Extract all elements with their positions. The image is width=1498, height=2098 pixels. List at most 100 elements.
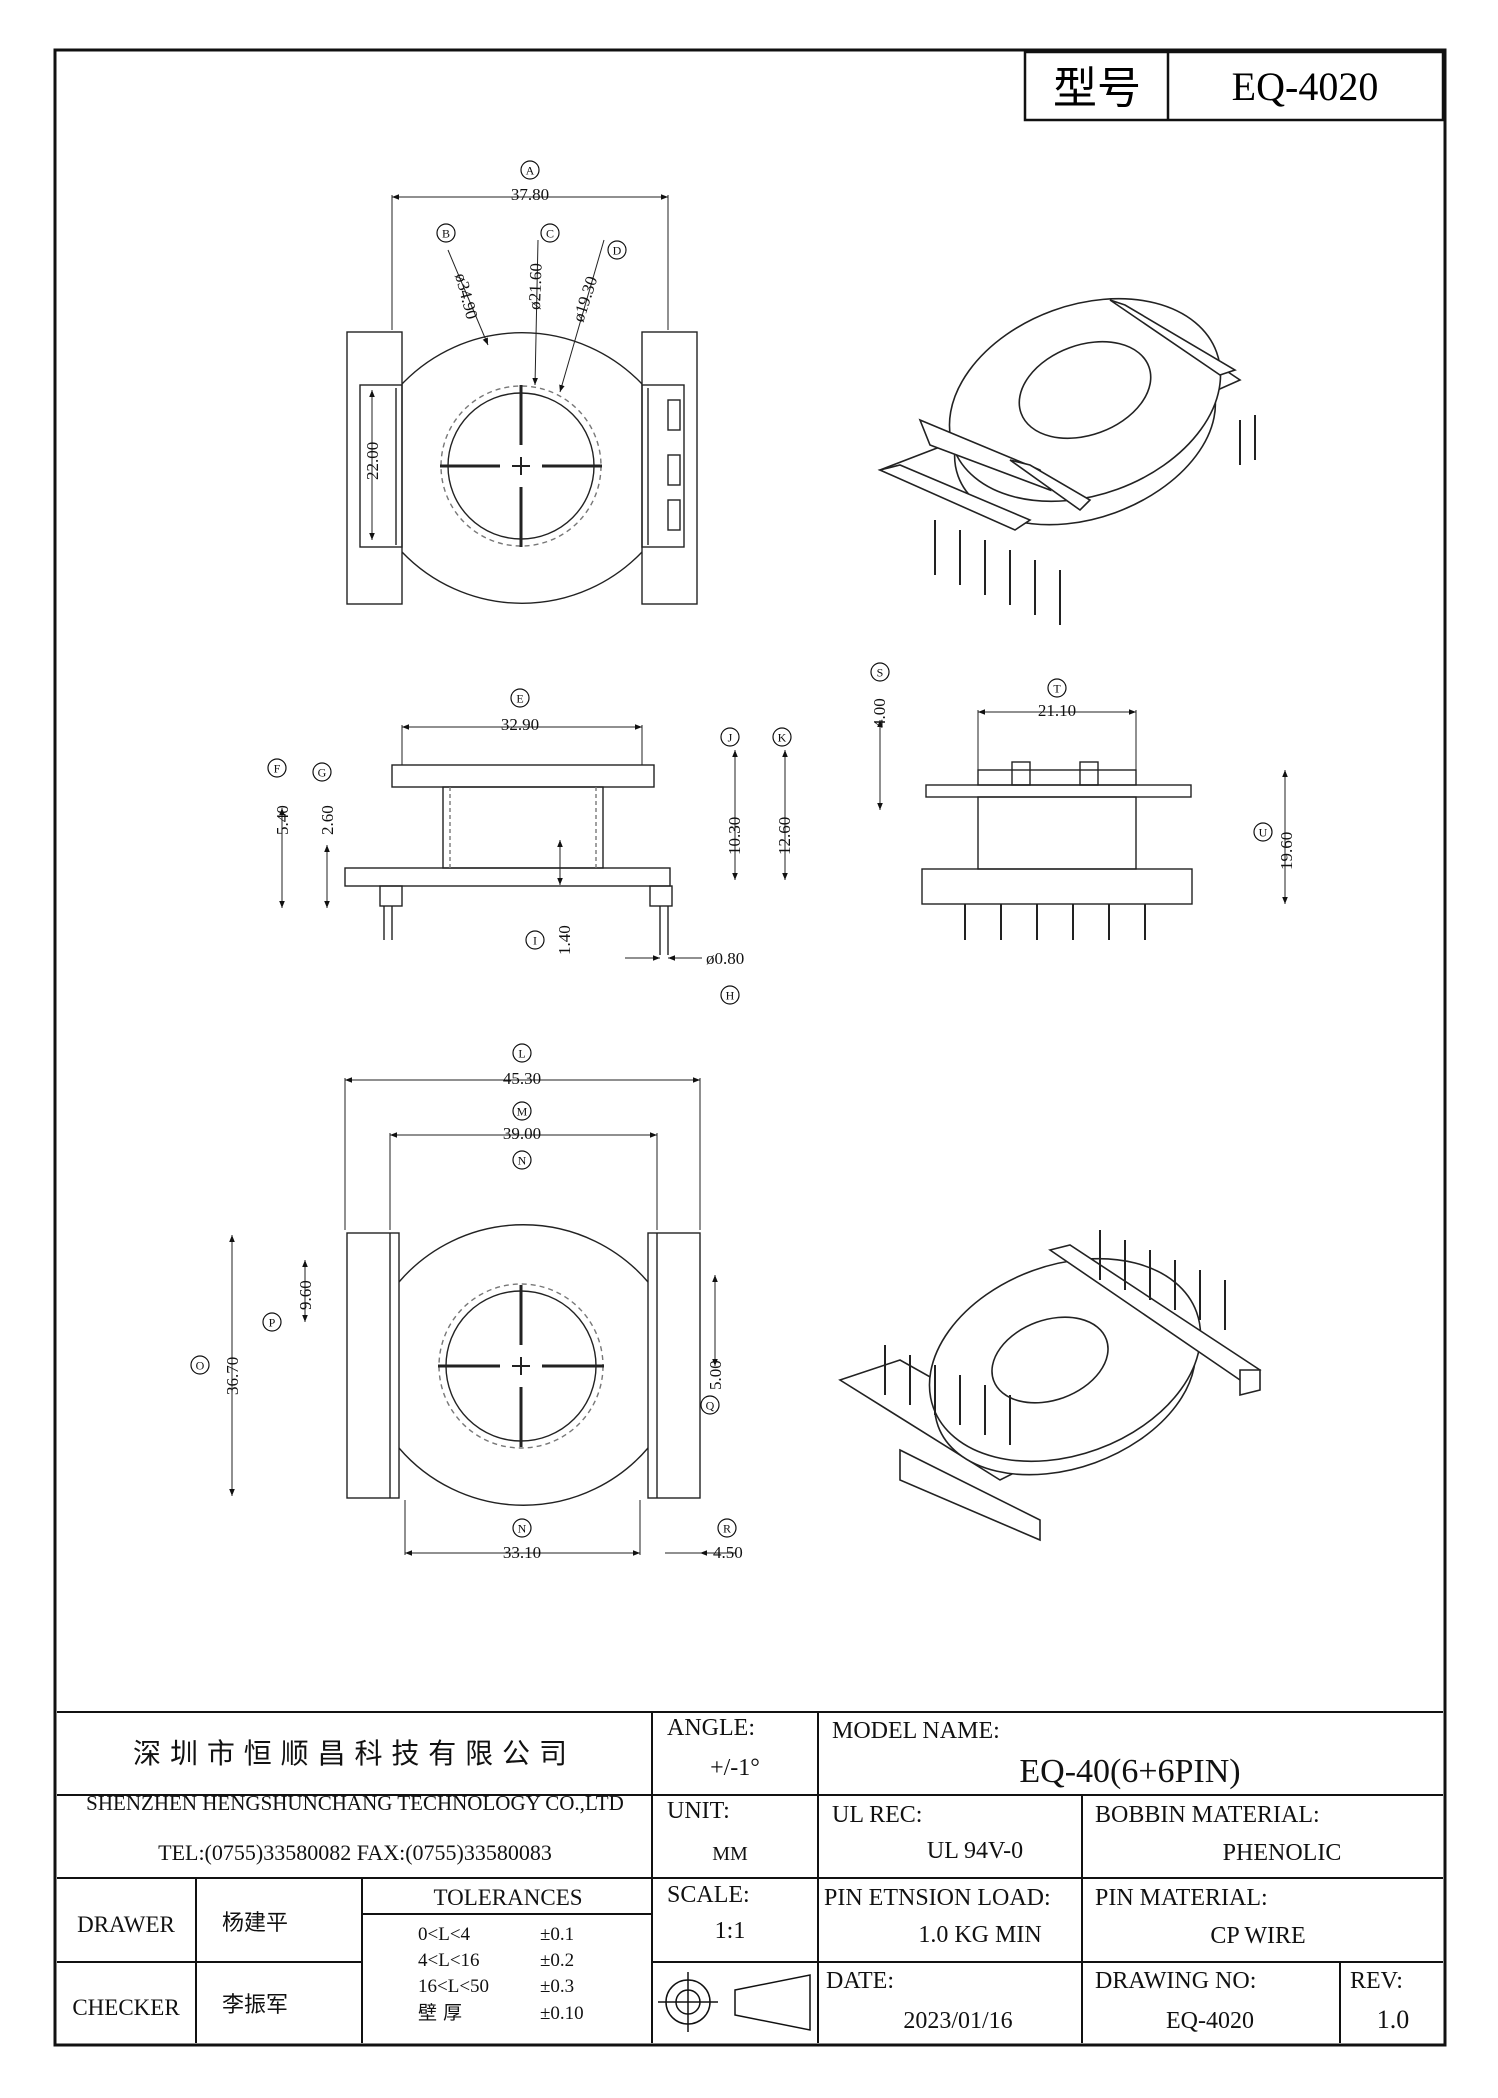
ul-rec-value: UL 94V-0 (927, 1838, 1023, 1864)
pin-load-label: PIN ETNSION LOAD: (824, 1885, 1051, 1911)
company-contact: TEL:(0755)33580082 FAX:(0755)33580083 (158, 1840, 552, 1865)
tolerance-value: ±0.1 (540, 1924, 574, 1945)
bottom-view (229, 1077, 735, 1556)
dim-o-value: 36.70 (223, 1357, 242, 1395)
dim-j-value: 10.30 (725, 817, 744, 855)
drawing-no-label: DRAWING NO: (1095, 1968, 1256, 1994)
company-name-en: SHENZHEN HENGSHUNCHANG TECHNOLOGY CO.,LT… (86, 1791, 624, 1815)
dim-m-value: 39.00 (503, 1124, 541, 1143)
svg-text:R: R (723, 1522, 731, 1536)
projection-symbol (658, 1972, 811, 2032)
tolerance-value: ±0.3 (540, 1976, 574, 1997)
drawer-name: 杨建平 (222, 1911, 288, 1936)
model-header-label: 型号 (1053, 63, 1141, 114)
callout-l: L (512, 1043, 532, 1063)
callout-n: N (512, 1518, 532, 1538)
svg-text:N: N (518, 1154, 527, 1168)
pin-material-label: PIN MATERIAL: (1095, 1885, 1268, 1911)
unit-value: MM (712, 1843, 748, 1865)
tolerance-value: ±0.10 (540, 2003, 584, 2024)
model-header-box: 型号 EQ-4020 (1023, 50, 1445, 122)
date-label: DATE: (826, 1968, 894, 1994)
svg-text:H: H (726, 989, 735, 1003)
callout-p: P (262, 1312, 282, 1332)
callout-a: A (520, 160, 540, 180)
callout-u: U (1253, 822, 1273, 842)
callout-i: I (525, 930, 545, 950)
model-name-value: EQ-40(6+6PIN) (1019, 1753, 1240, 1790)
svg-text:B: B (442, 227, 450, 241)
dim-q-value: 5.00 (706, 1360, 725, 1390)
svg-text:K: K (778, 731, 787, 745)
svg-text:S: S (877, 666, 884, 680)
scale-label: SCALE: (667, 1882, 750, 1908)
dim-e-value: 32.90 (501, 715, 539, 734)
checker-name: 李振军 (222, 1993, 288, 2018)
callout-d: D (607, 240, 627, 260)
svg-text:D: D (613, 244, 622, 258)
bobbin-material-label: BOBBIN MATERIAL: (1095, 1802, 1320, 1828)
isometric-view-bottom (838, 1230, 1262, 1542)
callout-c: C (540, 223, 560, 243)
dim-u-value: 19.60 (1277, 832, 1296, 870)
front-view (279, 724, 788, 961)
top-view (346, 194, 698, 605)
drawing-no-value: EQ-4020 (1166, 2008, 1254, 2034)
callout-m: M (512, 1101, 532, 1121)
tolerances-title: TOLERANCES (433, 1885, 582, 1910)
svg-text:O: O (196, 1359, 205, 1373)
svg-text:T: T (1053, 682, 1061, 696)
tolerance-range: 0<L<4 (418, 1924, 471, 1945)
dim-b-value: ø34.90 (451, 271, 481, 321)
dim-p-value: 9.60 (296, 1280, 315, 1310)
bobbin-material-value: PHENOLIC (1223, 1840, 1342, 1866)
callout-f: F (267, 758, 287, 778)
checker-label: CHECKER (72, 1995, 180, 2020)
callout-q: Q (700, 1395, 720, 1415)
drawer-label: DRAWER (77, 1912, 175, 1937)
angle-value: +/-1° (710, 1755, 760, 1781)
dim-t-value: 21.10 (1038, 701, 1076, 720)
callout-o: O (190, 1355, 210, 1375)
title-block (57, 1711, 1443, 2043)
callout-layer: A B C D E F G H I J K L M N N O P Q R S T U (190, 160, 1273, 1538)
date-value: 2023/01/16 (903, 2008, 1012, 2034)
svg-text:G: G (318, 766, 327, 780)
rev-value: 1.0 (1377, 2005, 1410, 2034)
side-view (877, 709, 1288, 940)
dim-f-value: 5.40 (273, 805, 292, 835)
dim-l-value: 45.30 (503, 1069, 541, 1088)
dim-c-value: ø21.60 (525, 263, 546, 310)
dim-r-value: 4.50 (713, 1543, 743, 1562)
callout-j: J (720, 727, 740, 747)
model-header-value: EQ-4020 (1232, 64, 1379, 109)
drawing-border (53, 48, 1447, 2047)
ul-rec-label: UL REC: (832, 1802, 922, 1828)
unit-label: UNIT: (667, 1798, 730, 1824)
svg-text:U: U (1259, 826, 1268, 840)
callout-g: G (312, 762, 332, 782)
callout-e: E (510, 688, 530, 708)
pin-load-value: 1.0 KG MIN (918, 1922, 1041, 1948)
dim-s-value: 4.00 (870, 698, 889, 728)
tolerance-range: 16<L<50 (418, 1976, 489, 1997)
svg-text:L: L (518, 1047, 525, 1061)
pin-material-value: CP WIRE (1210, 1923, 1305, 1949)
dim-h-value: ø0.80 (706, 949, 744, 968)
svg-text:I: I (533, 934, 537, 948)
callout-k: K (772, 727, 792, 747)
svg-text:M: M (517, 1105, 528, 1119)
svg-text:C: C (546, 227, 554, 241)
svg-text:Q: Q (706, 1399, 715, 1413)
company-name-cn: 深 圳 市 恒 顺 昌 科 技 有 限 公 司 (133, 1737, 567, 1770)
svg-text:J: J (728, 731, 733, 745)
svg-text:P: P (269, 1316, 276, 1330)
callout-n: N (512, 1150, 532, 1170)
angle-label: ANGLE: (667, 1715, 755, 1741)
dim-n-value: 33.10 (503, 1543, 541, 1562)
callout-s: S (870, 662, 890, 682)
svg-text:A: A (526, 164, 535, 178)
dim-v-value: 22.00 (363, 442, 382, 480)
callout-b: B (436, 223, 456, 243)
